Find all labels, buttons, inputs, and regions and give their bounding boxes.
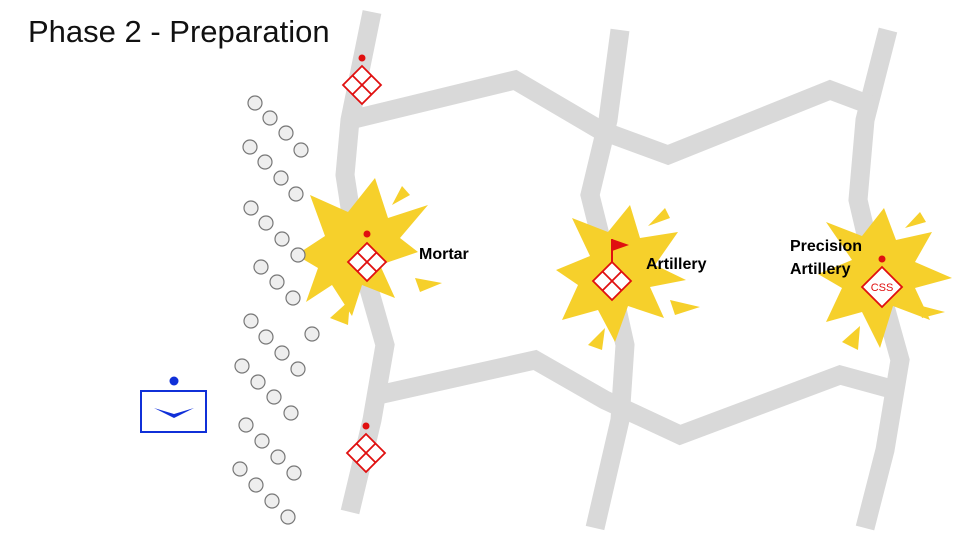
soldier-icon [285, 290, 301, 306]
soldier-icon [258, 329, 274, 345]
hq-dot-icon [878, 255, 886, 263]
soldier-icon [273, 170, 289, 186]
soldier-icon [274, 345, 290, 361]
soldier-icon [278, 125, 294, 141]
friendly-unit [140, 376, 207, 433]
soldier-icon [234, 358, 250, 374]
soldier-icon [247, 95, 263, 111]
enemy-unit-artillery [591, 239, 633, 302]
soldier-icon [283, 405, 299, 421]
soldier-icon [253, 259, 269, 275]
enemy-unit-diamond-icon [591, 260, 633, 302]
soldier-icon [243, 200, 259, 216]
soldier-icon [248, 477, 264, 493]
soldier-icon [232, 461, 248, 477]
enemy-unit-diamond-icon [341, 64, 383, 106]
enemy-unit-top [341, 54, 383, 106]
soldier-icon [257, 154, 273, 170]
enemy-unit-diamond-icon [345, 432, 387, 474]
enemy-unit-diamond-icon [346, 241, 388, 283]
soldier-formation [232, 95, 320, 525]
hq-dot-icon [358, 54, 366, 62]
soldier-icon [270, 449, 286, 465]
soldier-icon [286, 465, 302, 481]
enemy-unit-mortar [346, 230, 388, 283]
red-flag-icon [611, 239, 629, 262]
friendly-unit-icon [140, 390, 207, 433]
artillery-label: Artillery [646, 256, 707, 273]
soldier-icon [242, 139, 258, 155]
soldier-icon [274, 231, 290, 247]
enemy-unit-bottom [345, 422, 387, 474]
soldier-icon [262, 110, 278, 126]
hq-dot-icon [363, 230, 371, 238]
soldier-icon [243, 313, 259, 329]
hq-dot-icon [362, 422, 370, 430]
soldier-icon [290, 361, 306, 377]
page-title: Phase 2 - Preparation [28, 14, 330, 49]
soldier-icon [238, 417, 254, 433]
soldier-icon [269, 274, 285, 290]
soldier-icon [254, 433, 270, 449]
soldier-icon [293, 142, 309, 158]
mortar-label: Mortar [419, 246, 469, 263]
enemy-unit-diamond-icon [860, 265, 904, 309]
road-horizontal-bottom [375, 349, 898, 446]
hq-dot-icon [169, 376, 179, 386]
enemy-unit-css: CSS [860, 255, 904, 309]
soldier-icon [258, 215, 274, 231]
soldier-icon [280, 509, 296, 525]
soldier-icon [288, 186, 304, 202]
soldier-icon [290, 247, 306, 263]
soldier-icon [264, 493, 280, 509]
soldier-icon [266, 389, 282, 405]
precision-label-line1: Precision [790, 238, 862, 255]
precision-label-line2: Artillery [790, 261, 851, 278]
soldier-icon [250, 374, 266, 390]
css-label: CSS [871, 282, 894, 294]
soldier-icon [304, 326, 320, 342]
road-horizontal-top [347, 69, 874, 166]
